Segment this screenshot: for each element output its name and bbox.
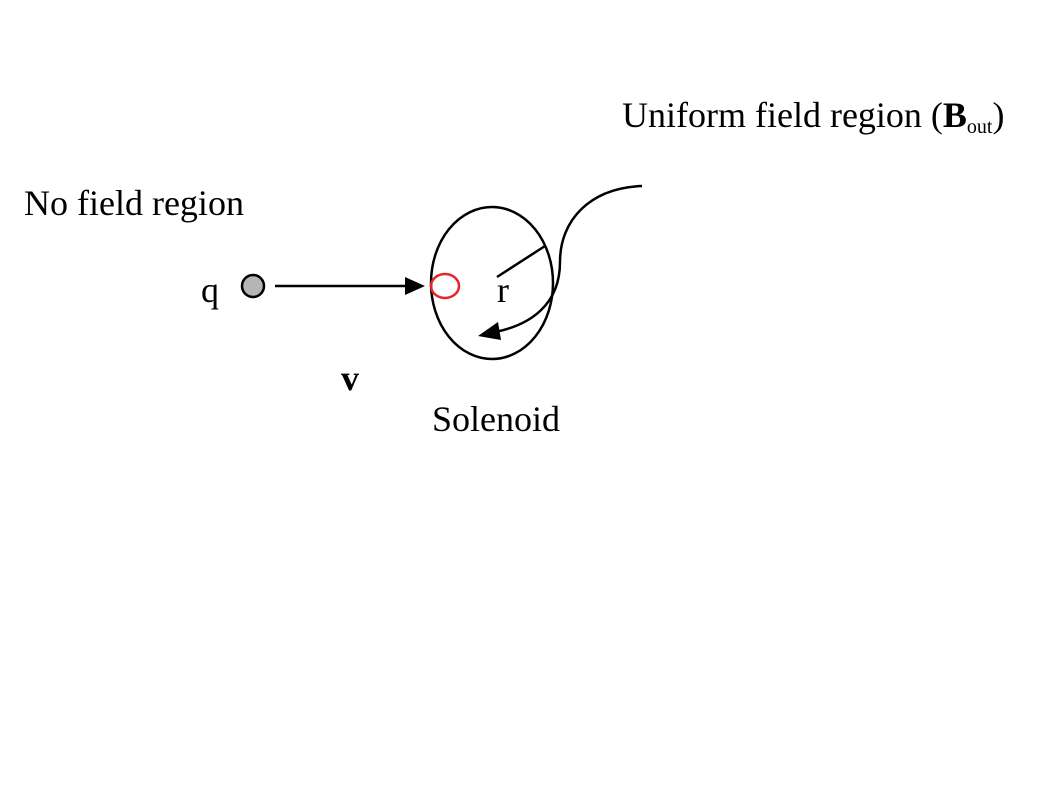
- no-field-region-label: No field region: [24, 183, 244, 223]
- uniform-field-region-label: Uniform field region (Bout): [622, 97, 1004, 137]
- uniform-prefix: Uniform field region (: [622, 95, 943, 135]
- field-subscript-out: out: [966, 116, 993, 138]
- uniform-suffix: ): [992, 95, 1005, 135]
- velocity-label: v: [341, 358, 359, 398]
- field-curve: [494, 184, 643, 334]
- field-curve-arrowhead: [478, 322, 501, 340]
- radius-line: [496, 244, 546, 279]
- solenoid-label: Solenoid: [432, 399, 561, 439]
- charge-dot: [240, 273, 266, 299]
- charge-label: q: [201, 270, 219, 310]
- small-loop: [429, 272, 461, 300]
- radius-label: r: [497, 270, 509, 310]
- velocity-arrowhead: [405, 277, 425, 295]
- field-symbol-b: B: [942, 95, 967, 135]
